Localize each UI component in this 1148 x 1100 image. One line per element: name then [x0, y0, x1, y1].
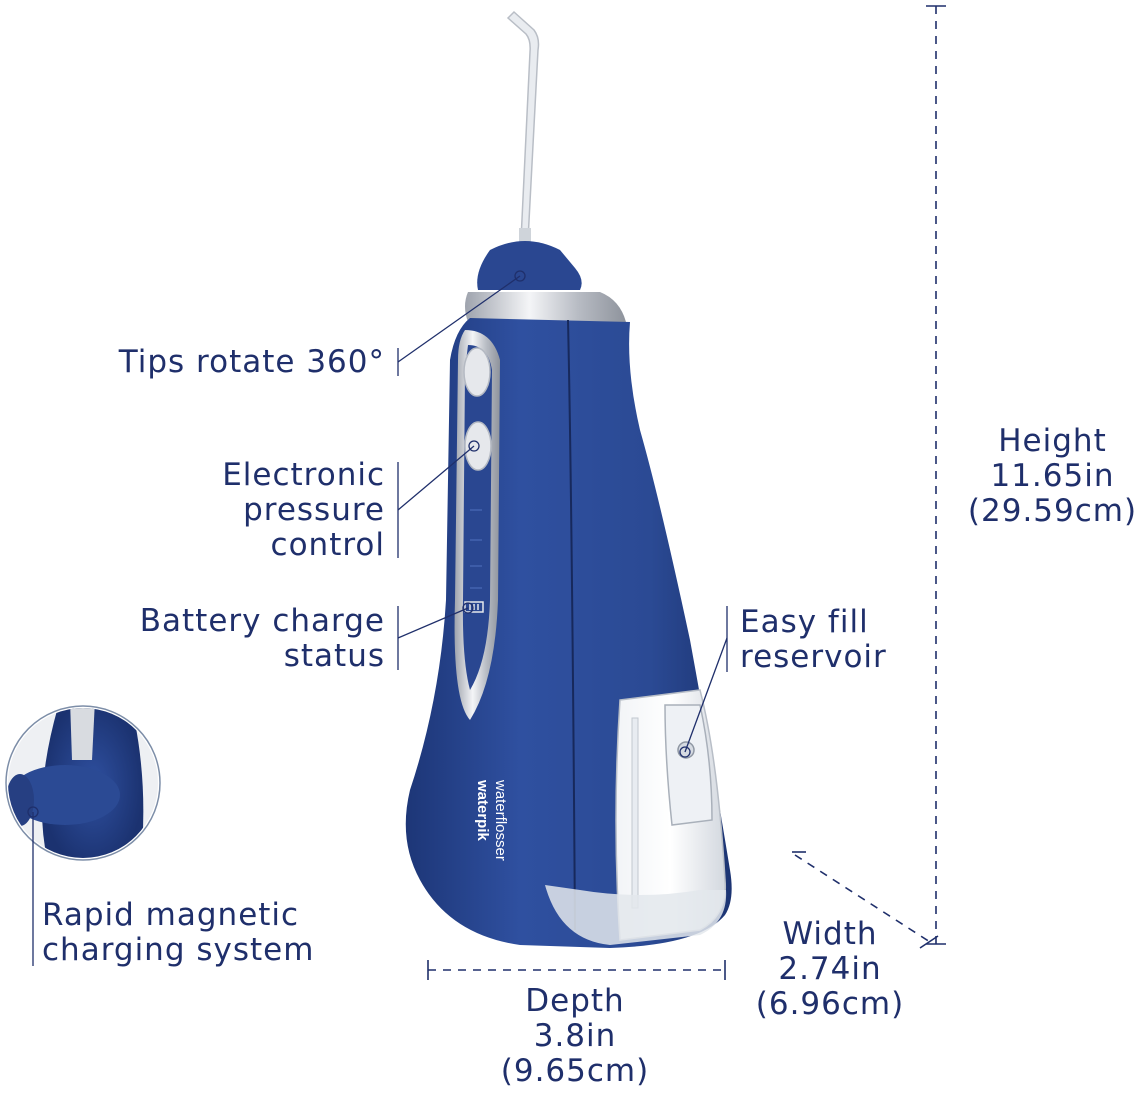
- height-cm: (29.59cm): [967, 493, 1138, 529]
- callout-easy-fill: Easy fill reservoir: [740, 605, 940, 675]
- dimension-lines: [427, 5, 946, 980]
- depth-cm: (9.65cm): [500, 1053, 650, 1089]
- svg-text:waterflosser: waterflosser: [492, 779, 509, 861]
- tip-collar: [477, 241, 582, 290]
- pressure-button[interactable]: [464, 421, 492, 471]
- callout-magnetic-charging: Rapid magnetic charging system: [42, 898, 362, 968]
- brand-logo: waterpik waterflosser: [474, 779, 509, 861]
- callout-charging-line2: charging system: [42, 932, 315, 968]
- body-seam: [567, 319, 576, 931]
- floss-tip: [506, 10, 540, 250]
- charging-inset: [5, 705, 161, 861]
- width-inches: 2.74in: [778, 951, 882, 987]
- dimension-height: Height 11.65in (29.59cm): [960, 424, 1145, 529]
- callout-battery-line1: Battery charge: [139, 603, 385, 639]
- callout-charging-line1: Rapid magnetic: [42, 897, 300, 933]
- callout-battery-line2: status: [283, 638, 385, 674]
- callout-pressure-line2: pressure: [243, 492, 385, 528]
- height-inches: 11.65in: [990, 458, 1115, 494]
- pressure-indicator-dashes: [470, 509, 482, 589]
- chrome-ring: [465, 292, 626, 322]
- callout-battery-status: Battery charge status: [90, 604, 385, 674]
- dimension-width: Width 2.74in (6.96cm): [745, 917, 915, 1022]
- width-label: Width: [782, 916, 878, 952]
- height-label: Height: [998, 423, 1107, 459]
- width-cm: (6.96cm): [755, 986, 905, 1022]
- power-button[interactable]: [463, 347, 491, 397]
- callout-tips-rotate: Tips rotate 360°: [90, 345, 385, 380]
- callout-pressure-line1: Electronic: [222, 457, 385, 493]
- callout-pressure-line3: control: [270, 527, 385, 563]
- depth-inches: 3.8in: [533, 1018, 617, 1054]
- dimension-depth: Depth 3.8in (9.65cm): [490, 984, 660, 1089]
- callout-reservoir-line2: reservoir: [740, 639, 887, 675]
- svg-text:waterpik: waterpik: [474, 779, 491, 842]
- depth-label: Depth: [525, 983, 625, 1019]
- fill-door[interactable]: [664, 704, 713, 826]
- callout-reservoir-line1: Easy fill: [740, 604, 869, 640]
- callout-tips-text: Tips rotate 360°: [118, 344, 385, 380]
- leader-lines: [27, 270, 728, 966]
- callout-pressure-control: Electronic pressure control: [150, 458, 385, 563]
- battery-icon: [464, 601, 484, 613]
